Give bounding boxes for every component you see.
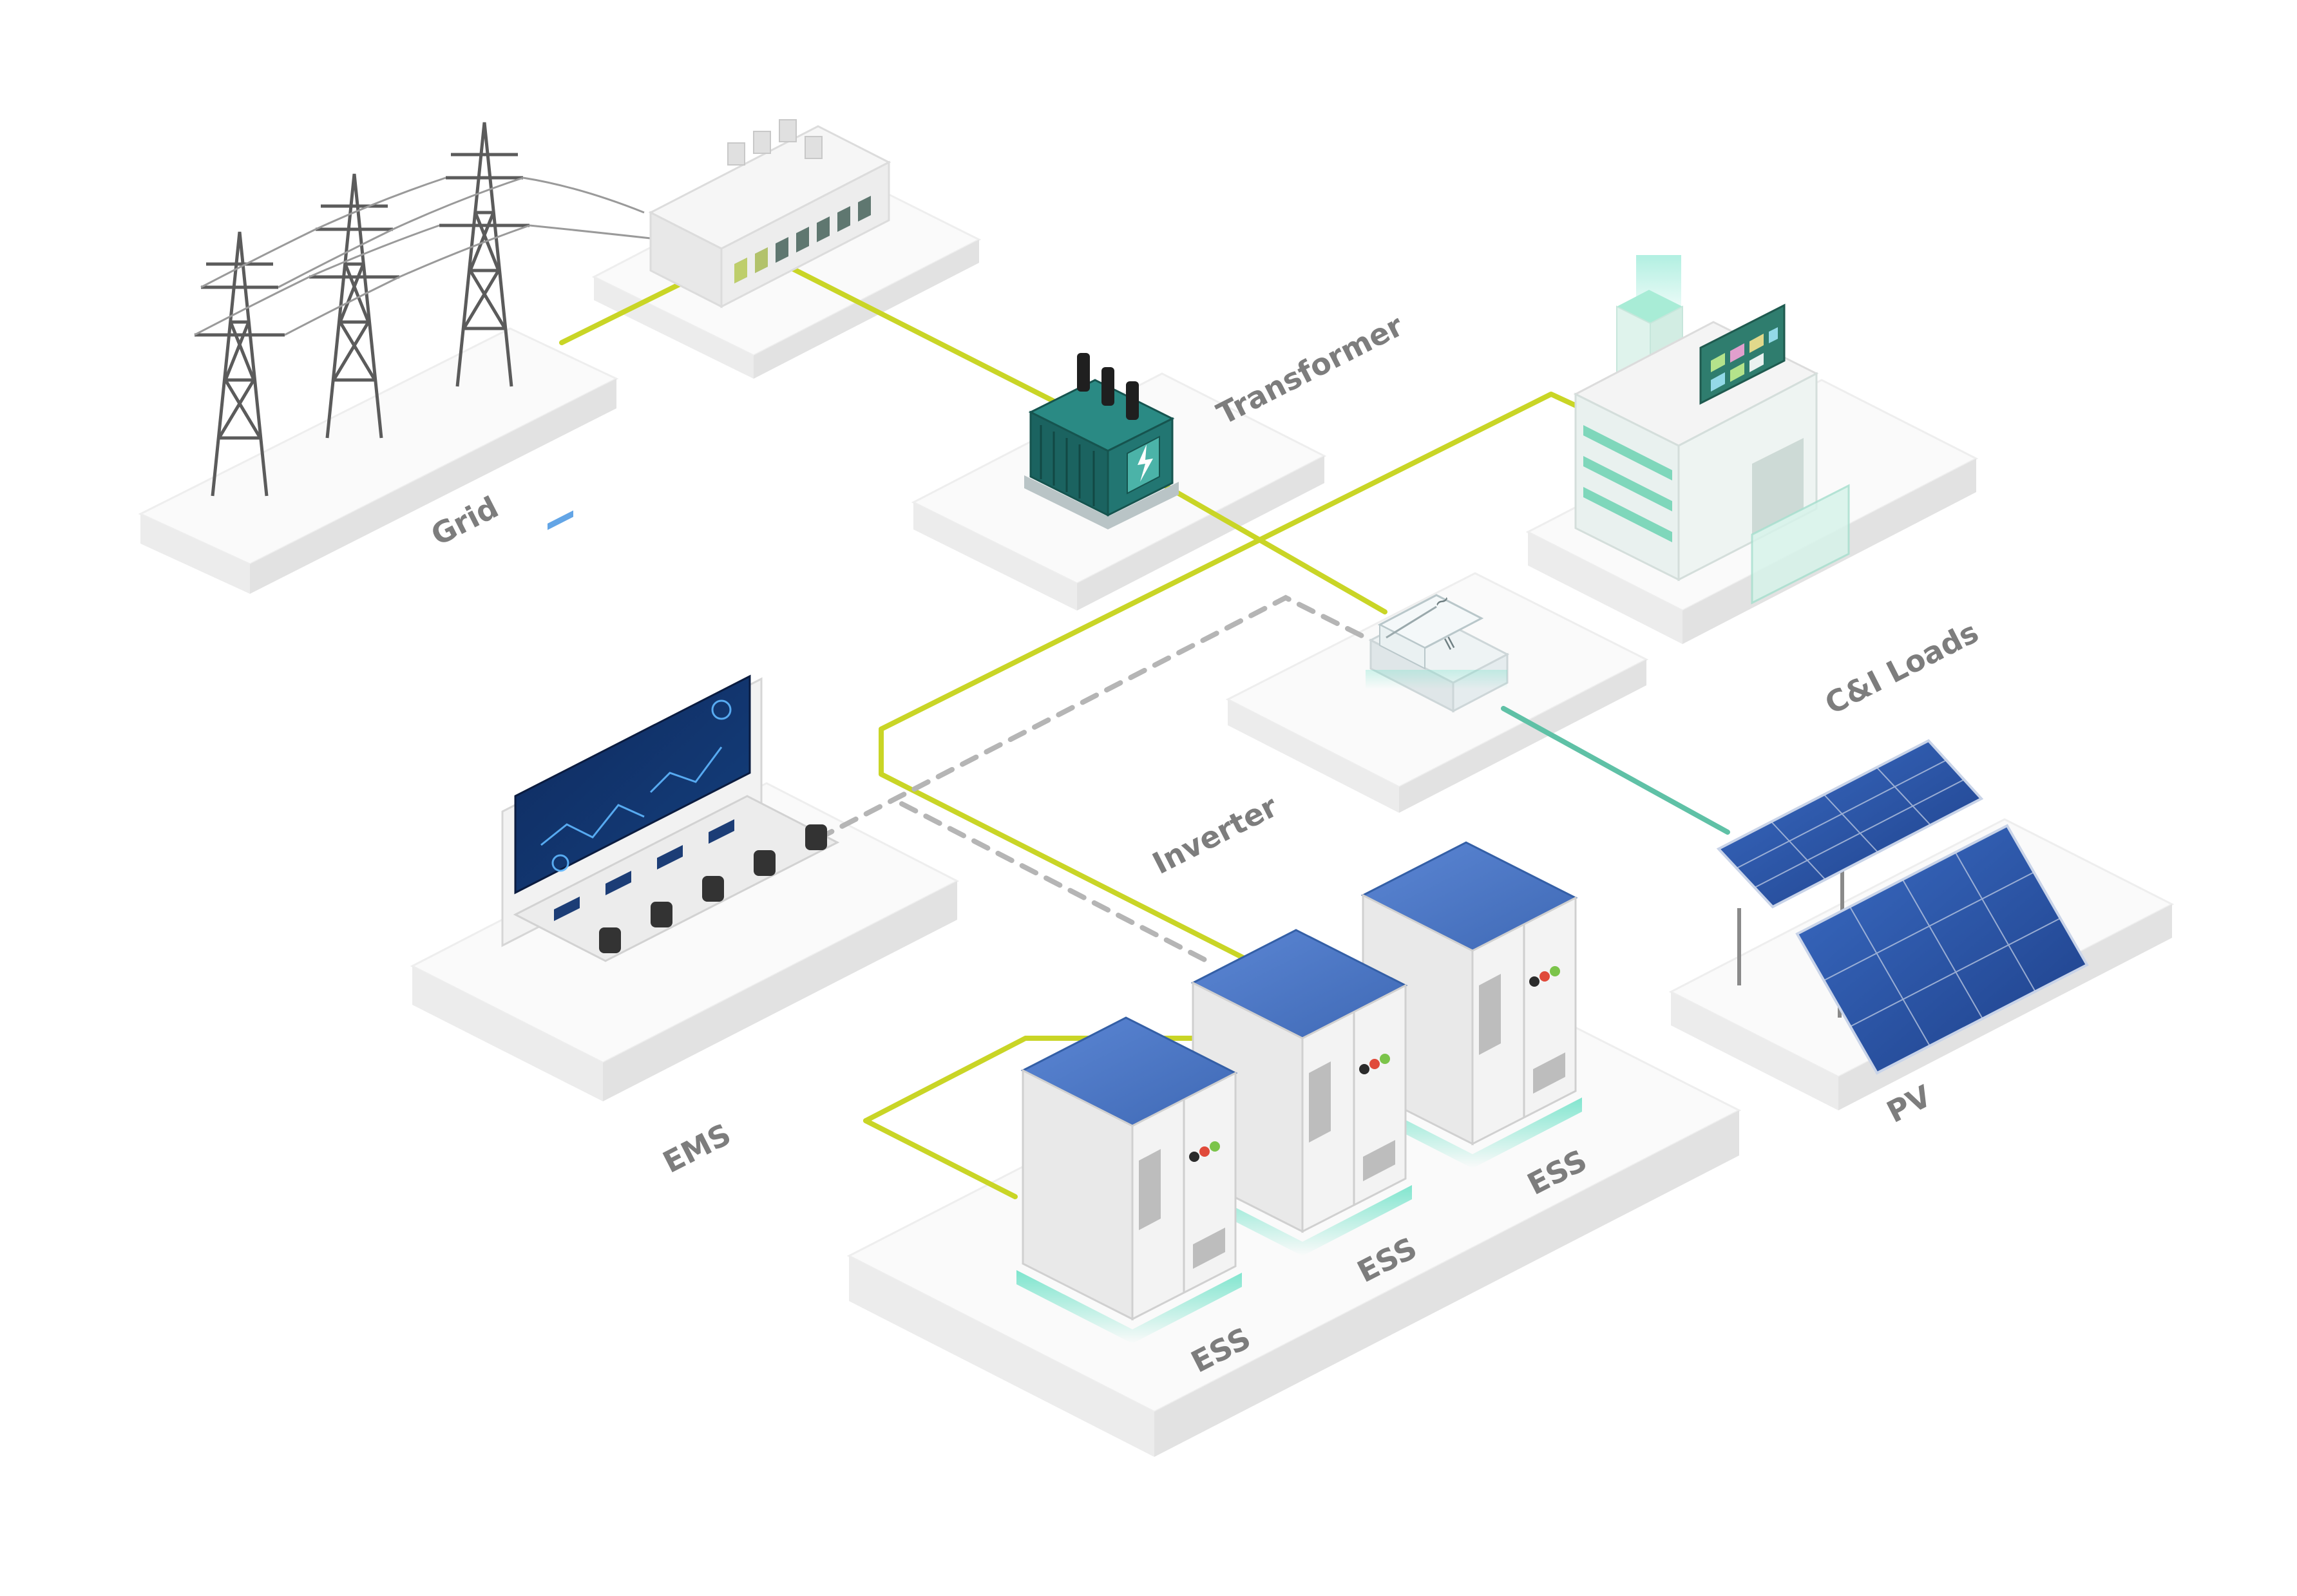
- inverter-label: Inverter: [1147, 788, 1283, 880]
- transformer-icon: [1024, 353, 1179, 529]
- ess-to-loads-line: [879, 392, 1604, 962]
- ems-comm-line: [815, 594, 1373, 841]
- grid-to-substation-line: [559, 273, 700, 345]
- cni-loads-label: C&I Loads: [1819, 614, 1984, 721]
- ems-control-room-icon: [501, 510, 840, 962]
- ess1-feed-line: [863, 1118, 1018, 1199]
- commercial-building-icon: [1573, 255, 1850, 605]
- transmission-tower-icon: [195, 122, 529, 497]
- pv-to-inverter-line: [1501, 706, 1730, 835]
- ess-cabinet-2-icon: [1187, 929, 1412, 1256]
- office-chair-icon: [599, 824, 827, 953]
- grid-platform: [138, 327, 619, 594]
- comm-lines: [815, 594, 1373, 962]
- transformer-label: Transformer: [1211, 308, 1409, 432]
- lightning-icon: [1138, 444, 1153, 482]
- ems-to-ess-comm-line: [899, 801, 1207, 962]
- ess-cabinet-1-icon: [1016, 1016, 1242, 1344]
- ems-platform: [410, 782, 960, 1101]
- substation-building-icon: [648, 119, 891, 309]
- power-cables: [194, 176, 651, 336]
- ems-label: EMS: [657, 1117, 736, 1180]
- substation-to-transformer-line: [791, 267, 1065, 408]
- inverter-icon: ~ =: [1366, 587, 1510, 713]
- solar-panel-icon: [1716, 739, 2089, 1075]
- pv-label: PV: [1881, 1078, 1937, 1130]
